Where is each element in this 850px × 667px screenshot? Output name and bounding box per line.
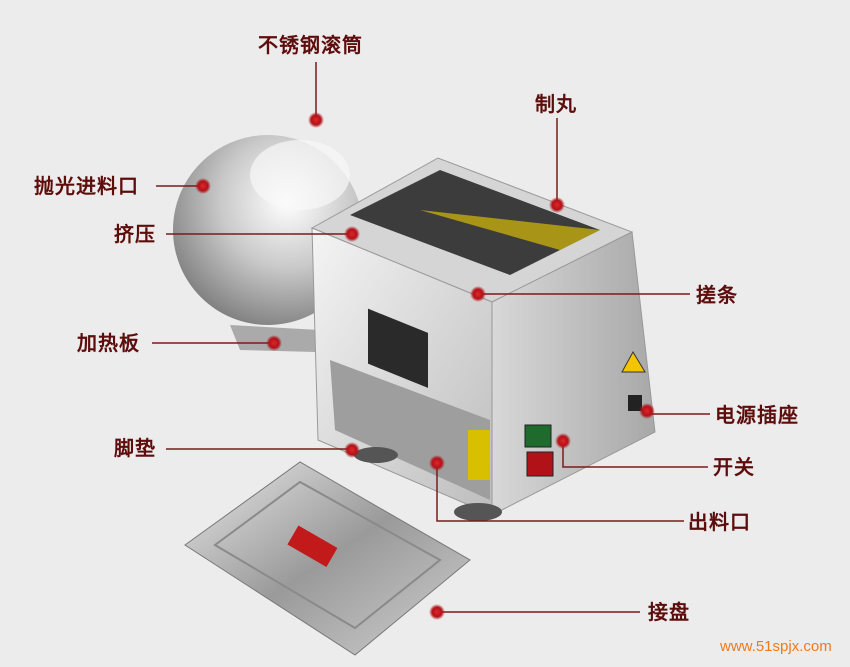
label-pill-making: 制丸 [535, 92, 577, 116]
label-drum: 不锈钢滚筒 [258, 33, 363, 57]
label-outlet: 出料口 [688, 510, 751, 534]
heater-switch[interactable] [526, 451, 554, 477]
label-switch: 开关 [713, 455, 755, 479]
label-foot-pad: 脚垫 [114, 436, 156, 460]
power-socket [628, 395, 642, 411]
watermark: www.51spjx.com [720, 638, 832, 655]
foot-pad [354, 447, 398, 463]
power-switch[interactable] [524, 424, 552, 448]
label-polishing-inlet: 抛光进料口 [34, 174, 139, 198]
label-heating-plate: 加热板 [77, 331, 140, 355]
label-strip-rolling: 搓条 [696, 283, 738, 307]
label-power-socket: 电源插座 [715, 403, 799, 427]
marker-dots [195, 112, 655, 620]
label-tray: 接盘 [648, 600, 690, 624]
label-extrusion: 挤压 [114, 222, 156, 246]
